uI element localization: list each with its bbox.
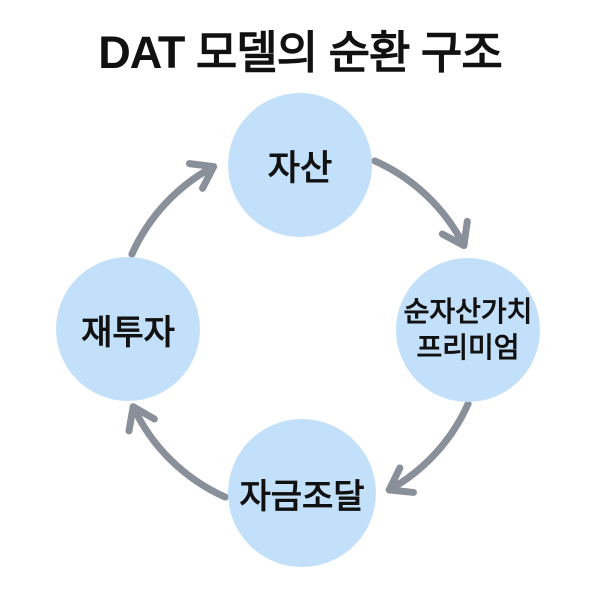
arrow-funding-to-reinvestment	[125, 403, 229, 501]
node-assets-label: 자산	[267, 148, 333, 188]
diagram-title: DAT 모델의 순환 구조	[98, 27, 502, 78]
arrow-assets-to-nav-premium	[371, 157, 471, 249]
arrow-reinvestment-to-assets	[128, 160, 218, 258]
node-funding: 자금조달	[228, 419, 376, 567]
node-funding-label: 자금조달	[239, 477, 365, 516]
node-nav-premium-label-line2: 프리미엄	[416, 332, 520, 363]
node-reinvestment: 재투자	[56, 257, 200, 401]
node-nav-premium: 순자산가치 프리미엄	[396, 258, 540, 402]
node-reinvestment-label: 재투자	[81, 313, 175, 352]
arrow-nav-premium-to-funding	[385, 400, 472, 496]
node-assets: 자산	[228, 93, 372, 237]
node-nav-premium-label-line1: 순자산가치	[403, 296, 533, 327]
